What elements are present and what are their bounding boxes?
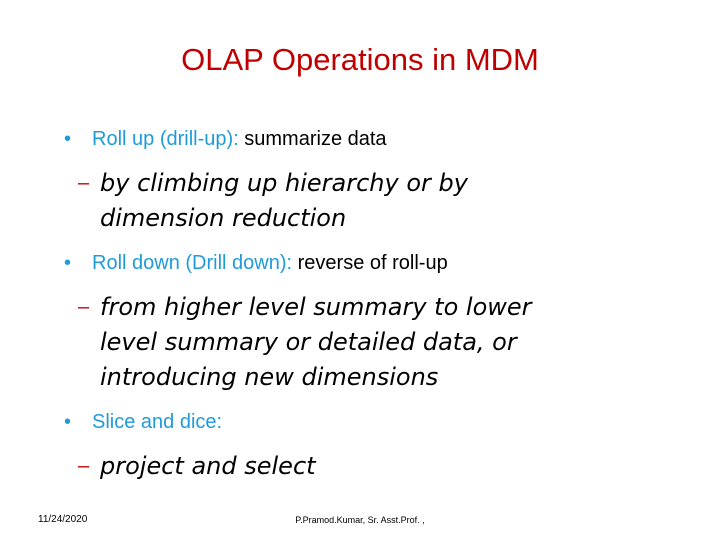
page-title: OLAP Operations in MDM bbox=[181, 42, 539, 77]
subbullet-roll-up: –by climbing up hierarchy or by dimension… bbox=[40, 166, 690, 236]
subbullet-roll-down-line-3: introducing new dimensions bbox=[100, 363, 439, 391]
bullet-roll-up-colon: : bbox=[233, 128, 239, 150]
dash-marker-icon: – bbox=[78, 296, 90, 318]
dash-marker-icon: – bbox=[78, 455, 90, 477]
subbullet-slice-and-dice-line-1: project and select bbox=[100, 452, 316, 480]
bullet-roll-up: • Roll up (drill-up): summarize data bbox=[40, 126, 690, 152]
bullet-roll-down-tail: reverse of roll-up bbox=[292, 252, 448, 274]
subbullet-roll-down-line-2: level summary or detailed data, or bbox=[100, 328, 517, 356]
bullet-roll-up-tail: summarize data bbox=[238, 128, 387, 150]
bullet-marker-icon: • bbox=[64, 411, 72, 433]
bullet-slice-and-dice-colon: : bbox=[216, 411, 223, 433]
dash-marker-icon: – bbox=[78, 172, 90, 194]
subbullet-roll-up-line-2: dimension reduction bbox=[100, 204, 347, 232]
bullet-roll-down-colon: : bbox=[286, 252, 293, 274]
footer-date: 11/24/2020 bbox=[38, 514, 88, 525]
footer-author: P.Pramod.Kumar, Sr. Asst.Prof. , bbox=[295, 515, 425, 525]
bullet-slice-and-dice: • Slice and dice: bbox=[40, 409, 690, 435]
subbullet-slice-and-dice: –project and select bbox=[40, 449, 690, 484]
bullet-marker-icon: • bbox=[64, 128, 72, 150]
bullet-marker-icon: • bbox=[64, 252, 72, 274]
subbullet-roll-down: –from higher level summary to lower level… bbox=[40, 290, 690, 395]
bullet-slice-and-dice-head: Slice and dice bbox=[92, 411, 217, 433]
subbullet-roll-down-line-1: from higher level summary to lower bbox=[100, 293, 532, 321]
subbullet-roll-up-line-1: by climbing up hierarchy or by bbox=[100, 169, 468, 197]
slide-body: •Roll up (drill-up): summarize data –by … bbox=[40, 126, 690, 498]
bullet-roll-down-head: Roll down (Drill down) bbox=[92, 252, 287, 274]
bullet-roll-down: • Roll down (Drill down): reverse of roll… bbox=[40, 250, 690, 276]
bullet-roll-up-head: Roll up (drill-up) bbox=[92, 128, 234, 150]
